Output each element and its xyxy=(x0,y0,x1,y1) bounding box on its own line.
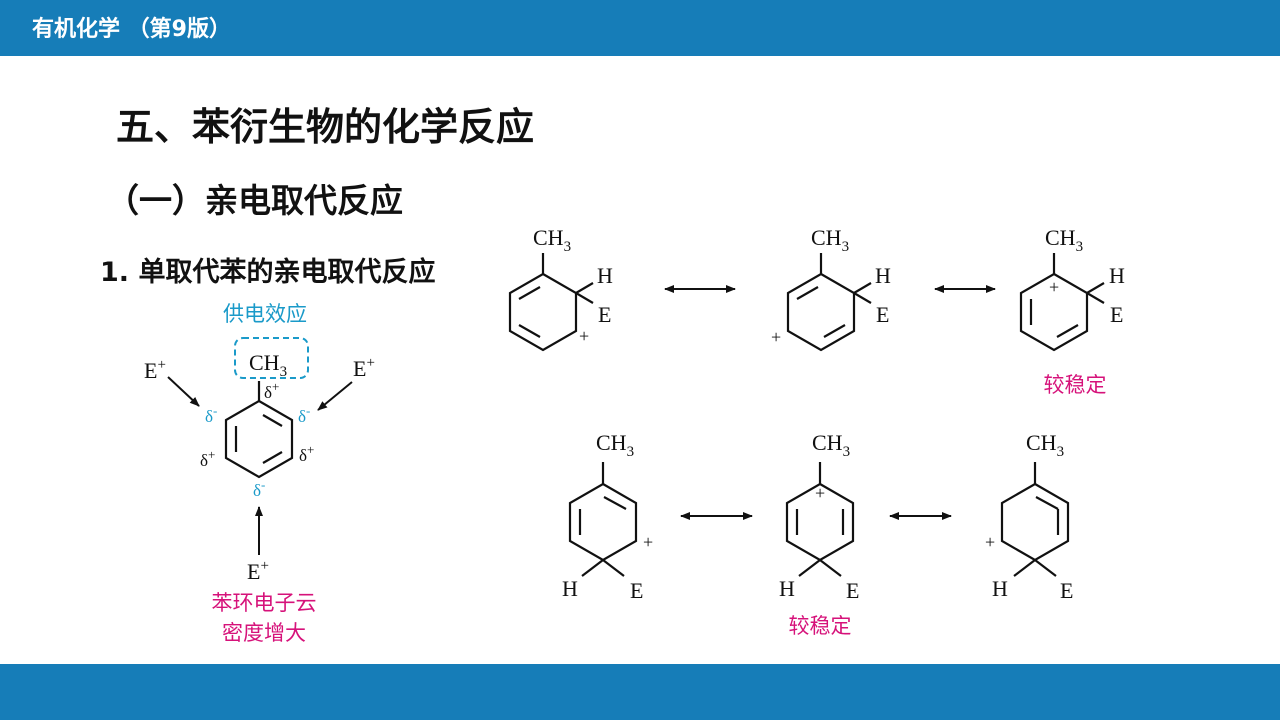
svg-text:H: H xyxy=(992,576,1008,601)
delta-minus-para: δ- xyxy=(253,477,265,500)
svg-text:+: + xyxy=(643,532,653,552)
delta-plus-meta-right: δ+ xyxy=(299,442,314,465)
svg-text:+: + xyxy=(771,327,781,347)
slide-title: 五、苯衍生物的化学反应 xyxy=(116,105,535,149)
svg-text:+: + xyxy=(579,326,589,346)
svg-text:H: H xyxy=(597,263,613,288)
delta-plus-meta-left: δ+ xyxy=(200,447,215,470)
delta-minus-ortho-left: δ- xyxy=(205,403,217,426)
svg-text:E: E xyxy=(630,578,643,603)
density-label-line1: 苯环电子云 xyxy=(212,591,317,615)
density-label-line2: 密度增大 xyxy=(222,621,306,645)
attack-arrow-left xyxy=(167,376,200,407)
svg-text:CH3: CH3 xyxy=(811,225,849,255)
delta-minus-ortho-right: δ- xyxy=(298,403,310,426)
svg-text:H: H xyxy=(875,263,891,288)
attack-arrow-right xyxy=(317,381,353,411)
electrophile-bottom: E+ xyxy=(247,558,269,584)
svg-text:+: + xyxy=(815,483,825,503)
svg-text:H: H xyxy=(1109,263,1125,288)
section-heading: 1. 单取代苯的亲电取代反应 xyxy=(100,257,436,288)
svg-text:CH3: CH3 xyxy=(1026,430,1064,460)
more-stable-label-bottom: 较稳定 xyxy=(789,614,852,638)
svg-text:CH3: CH3 xyxy=(812,430,850,460)
svg-text:H: H xyxy=(779,576,795,601)
header-bar: 有机化学 （第9版） xyxy=(0,0,1280,56)
para-resonance-1: CH3 H E + xyxy=(562,430,653,603)
electron-donating-label: 供电效应 xyxy=(223,302,307,326)
electrophile-left: E+ xyxy=(144,357,166,383)
svg-text:E: E xyxy=(876,302,889,327)
electrophile-right: E+ xyxy=(353,355,375,381)
ortho-resonance-2: CH3 H E + xyxy=(771,225,891,352)
footer-bar xyxy=(0,664,1280,720)
svg-text:+: + xyxy=(985,532,995,552)
delta-plus-ipso: δ+ xyxy=(264,379,279,402)
ortho-resonance-1: CH3 H E + xyxy=(508,225,613,352)
svg-text:E: E xyxy=(1060,578,1073,603)
more-stable-label-top: 较稳定 xyxy=(1044,373,1107,397)
svg-text:E: E xyxy=(846,578,859,603)
svg-text:E: E xyxy=(598,302,611,327)
course-title: 有机化学 （第9版） xyxy=(32,17,231,42)
svg-text:H: H xyxy=(562,576,578,601)
para-resonance-3: CH3 H E + xyxy=(985,430,1073,603)
toluene-structure xyxy=(224,381,294,479)
svg-text:CH3: CH3 xyxy=(596,430,634,460)
electron-donating-box xyxy=(234,337,309,379)
para-resonance-2: CH3 H E + xyxy=(779,430,859,603)
slide-subtitle: （一）亲电取代反应 xyxy=(106,181,403,220)
methyl-group: CH3 xyxy=(249,350,287,380)
svg-text:E: E xyxy=(1110,302,1123,327)
svg-text:CH3: CH3 xyxy=(1045,225,1083,255)
svg-text:+: + xyxy=(1049,277,1059,297)
ortho-resonance-3: CH3 H E + xyxy=(1019,225,1125,352)
svg-text:CH3: CH3 xyxy=(533,225,571,255)
